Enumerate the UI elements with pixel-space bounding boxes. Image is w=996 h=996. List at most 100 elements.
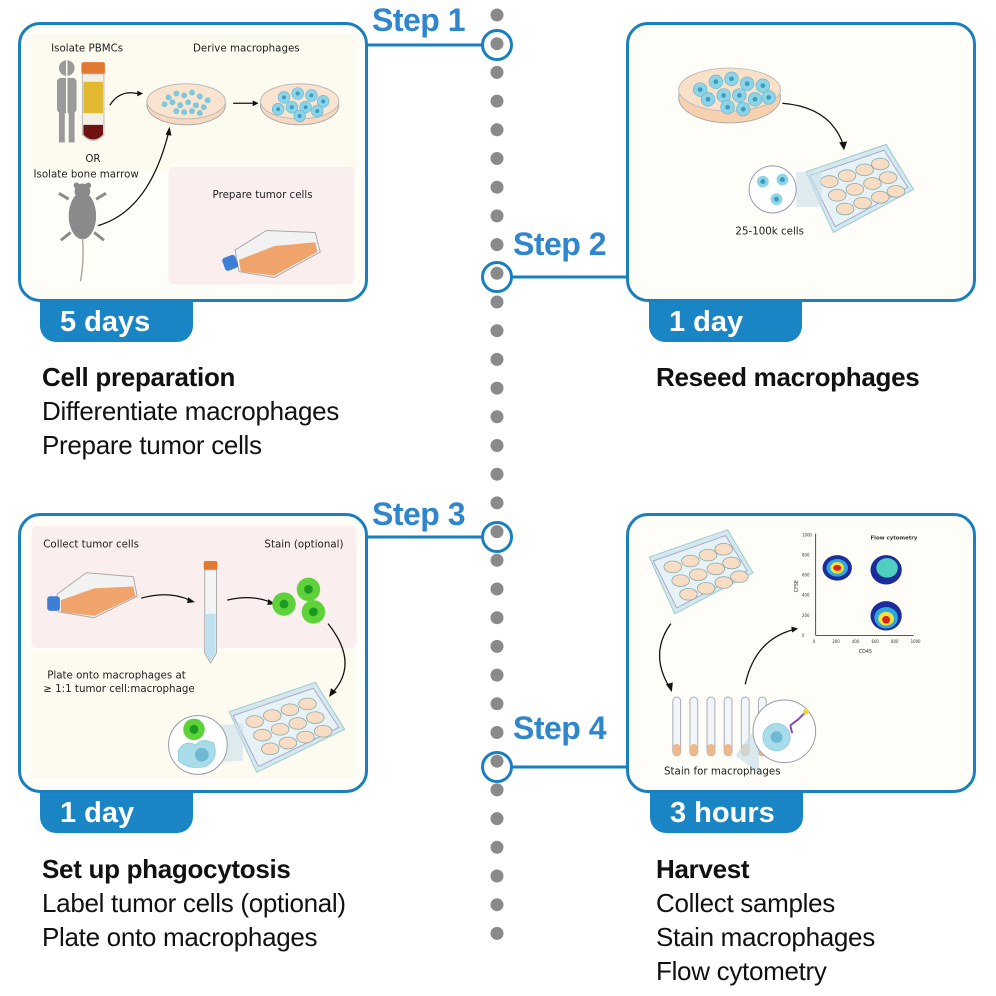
timeline-dot [490, 8, 504, 22]
step-2-title: Reseed macrophages [656, 362, 920, 392]
x-tick-label: 800 [891, 639, 899, 644]
population-cluster [822, 555, 852, 581]
step-1-line: Differentiate macrophages [42, 396, 339, 426]
conical-tube-icon [203, 561, 218, 664]
timeline-dot [490, 266, 504, 280]
step-4-timeline-ring [481, 751, 513, 783]
timeline-dot [490, 94, 504, 108]
step-2-duration-badge: 1 day [649, 302, 802, 342]
timeline-dot [490, 439, 504, 452]
step-4-line: Flow cytometry [656, 956, 827, 986]
cells-count-text: 25-100k cells [735, 225, 804, 237]
step-3-line: Label tumor cells (optional) [42, 888, 346, 918]
timeline-dot [490, 639, 504, 653]
timeline-dot [490, 381, 504, 395]
stained-cells-icon [272, 577, 326, 624]
timeline-dot [490, 410, 504, 424]
timeline-dot [490, 65, 504, 79]
step-4-line: Stain macrophages [656, 922, 875, 952]
timeline-dot [490, 295, 504, 309]
arrow-icon [97, 132, 170, 227]
petri-dish-icon [678, 67, 781, 124]
timeline-rings [368, 29, 628, 783]
zoom-circle-icon [748, 165, 797, 214]
y-axis-label: CFSE [794, 580, 800, 592]
timeline-dot [490, 926, 504, 940]
step-3-illustration: Collect tumor cells Stain (optional) Pla… [31, 525, 357, 779]
x-tick-label: 600 [871, 639, 879, 644]
timeline-dot [490, 869, 504, 883]
timeline-dot [490, 812, 504, 826]
arrow-icon [140, 594, 191, 601]
timeline-dot [490, 668, 504, 682]
test-tube-icon [672, 696, 682, 757]
timeline-dot [490, 553, 504, 567]
y-tick-label: 1000 [802, 533, 812, 538]
mouse-icon [58, 182, 107, 282]
step-1-timeline-ring [481, 29, 513, 61]
timeline-dot [490, 697, 504, 711]
step-2-panel: 25-100k cells [626, 22, 976, 302]
well-plate-icon [648, 529, 754, 615]
step-4-line: Collect samples [656, 888, 836, 918]
test-tube-icon [706, 696, 716, 757]
arrow-icon [327, 623, 346, 693]
x-tick-label: 400 [852, 639, 860, 644]
step-2-description: Reseed macrophages [656, 360, 920, 394]
culture-flask-icon [222, 230, 321, 278]
arrow-icon [782, 102, 844, 145]
step-2-illustration: 25-100k cells [678, 67, 915, 237]
x-tick-label: 200 [832, 639, 840, 644]
petri-dish-icon [260, 83, 340, 126]
isolate-bone-marrow-text: Isolate bone marrow [33, 169, 138, 181]
collect-tumor-cells-text: Collect tumor cells [43, 538, 139, 550]
phagocytosis-zoom-icon [168, 715, 228, 775]
timeline-dot [490, 238, 504, 252]
step-1-title: Cell preparation [42, 362, 236, 392]
collect-section [31, 525, 357, 649]
timeline-dot [490, 352, 504, 366]
step-1-duration-badge: 5 days [40, 302, 193, 342]
arrow-icon [109, 92, 138, 106]
y-tick-label: 400 [802, 593, 810, 598]
step-3-title: Set up phagocytosis [42, 854, 291, 884]
timeline-dot [490, 582, 504, 596]
person-icon [56, 60, 77, 145]
step-4-label: Step 4 [513, 710, 607, 746]
arrow-icon [744, 628, 795, 685]
timeline-dot [490, 123, 504, 137]
y-tick-label: 600 [802, 573, 810, 578]
timeline-dot [490, 754, 504, 768]
timeline-dot [490, 898, 504, 912]
y-tick-label: 800 [802, 553, 810, 558]
step-4-description: Harvest Collect samples Stain macrophage… [656, 852, 875, 988]
timeline-dots [490, 8, 504, 940]
timeline-dot [490, 324, 504, 338]
blood-tube-icon [81, 62, 105, 141]
stain-for-macrophages-text: Stain for macrophages [664, 765, 781, 777]
prepare-tumor-cells-text: Prepare tumor cells [213, 189, 313, 201]
step-3-label: Step 3 [372, 496, 466, 532]
timeline-dot [490, 209, 504, 223]
step-1-label: Step 1 [372, 2, 466, 38]
timeline-dot [490, 152, 504, 165]
culture-flask-icon [47, 572, 138, 619]
timeline-dot [490, 611, 504, 625]
step-4-duration-badge: 3 hours [650, 793, 803, 833]
step-3-description: Set up phagocytosis Label tumor cells (o… [42, 852, 346, 954]
y-tick-label: 200 [802, 613, 810, 618]
step-1-panel: Isolate PBMCs Derive macrophages [18, 22, 368, 302]
timeline-dot [490, 783, 504, 797]
well-plate-icon [805, 143, 915, 234]
timeline-dot [490, 525, 504, 539]
well-plate-icon [228, 681, 346, 774]
isolate-pbmcs-text: Isolate PBMCs [51, 42, 123, 54]
step-1-line: Prepare tumor cells [42, 430, 262, 460]
timeline-dot [490, 37, 504, 51]
test-tube-icon [689, 696, 699, 757]
step-2-label: Step 2 [513, 226, 607, 262]
step-3-duration-badge: 1 day [40, 793, 193, 833]
plate-line-1-text: Plate onto macrophages at [47, 669, 186, 681]
